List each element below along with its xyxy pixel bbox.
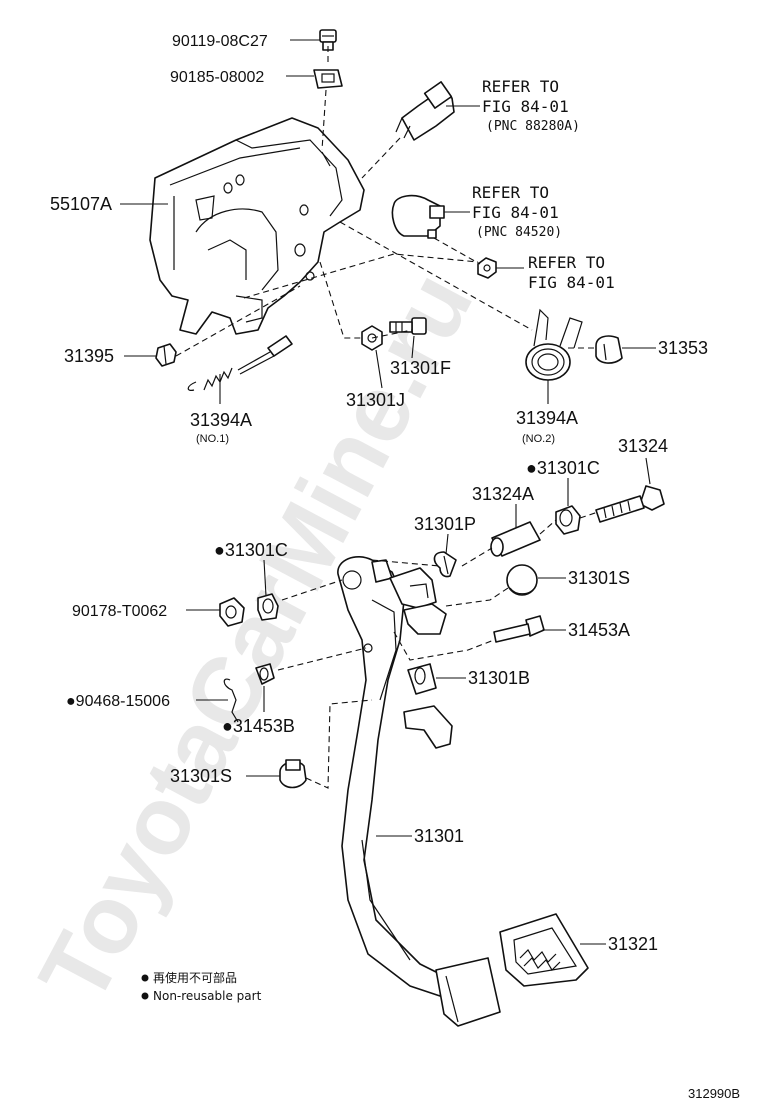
label-31301C-left: ●31301C [214, 540, 288, 560]
sensor-icon [391, 194, 445, 239]
refer-callout-1: REFER TO FIG 84-01 (PNC 88280A) [482, 77, 580, 134]
clip-31301P-icon [433, 551, 457, 578]
refer-1-pnc: (PNC 88280A) [486, 119, 580, 134]
refer-3-line2: FIG 84-01 [528, 273, 615, 292]
pedal-pad-31321-icon [499, 913, 589, 987]
clip-nut-90185-icon [313, 69, 343, 89]
label-31394A-no1-note: (NO.1) [196, 433, 229, 445]
label-55107A: 55107A [50, 194, 112, 214]
bushing-31453B-icon [255, 663, 275, 685]
label-31324: 31324 [618, 436, 668, 456]
label-90178-T0062: 90178-T0062 [72, 603, 167, 620]
ball-31301S-right-icon [506, 564, 538, 596]
stop-lamp-switch-icon [395, 81, 455, 141]
refer-2-pnc: (PNC 84520) [476, 225, 562, 240]
legend-en: Non-reusable part [153, 989, 262, 1003]
label-31301S-left: 31301S [170, 766, 232, 786]
label-31394A-no2-note: (NO.2) [522, 433, 555, 445]
label-31301J: 31301J [346, 390, 405, 410]
label-31324A: 31324A [472, 484, 534, 504]
bushing-31395-icon [155, 343, 177, 367]
clip-90468-icon [223, 678, 239, 723]
spring-rod-31394A-no1-icon [187, 335, 293, 391]
ball-31301S-left-icon [279, 759, 307, 789]
bushing-31301B-icon [407, 663, 437, 695]
legend-dot-icon [141, 992, 149, 1000]
leader-lines [120, 39, 656, 945]
refer-callout-2: REFER TO FIG 84-01 (PNC 84520) [472, 183, 562, 240]
pedal-bracket-55107A-icon [149, 117, 365, 335]
collar-31301C-left-icon [257, 593, 279, 621]
refer-callout-3: REFER TO FIG 84-01 [528, 253, 615, 292]
label-90119-08C27: 90119-08C27 [172, 33, 268, 50]
brake-pedal-arm-31301-icon [337, 556, 501, 1027]
legend-dot-icon [141, 974, 149, 982]
label-31301P: 31301P [414, 514, 476, 534]
legend-jp: 再使用不可部品 [153, 970, 237, 985]
refer-2-line2: FIG 84-01 [472, 203, 559, 222]
label-90468-15006: ●90468-15006 [66, 693, 170, 710]
bolt-31301F-icon [389, 317, 427, 335]
label-31353: 31353 [658, 338, 708, 358]
label-31301S-right: 31301S [568, 568, 630, 588]
legend: 再使用不可部品 Non-reusable part [141, 970, 262, 1003]
bolt-31324-icon [595, 485, 665, 523]
refer-3-line1: REFER TO [528, 253, 605, 272]
refer-1-line2: FIG 84-01 [482, 97, 569, 116]
label-31301: 31301 [414, 826, 464, 846]
label-31301C-right: ●31301C [526, 458, 600, 478]
label-90185-08002: 90185-08002 [170, 69, 264, 86]
refer-1-line1: REFER TO [482, 77, 559, 96]
diagram-code: 312990B [688, 1086, 740, 1101]
refer-2-line1: REFER TO [472, 183, 549, 202]
assembly-lines [175, 46, 599, 789]
label-31301F: 31301F [390, 358, 451, 378]
sleeve-31324A-icon [490, 521, 541, 557]
nut-90178-icon [219, 597, 245, 627]
torsion-spring-31394A-no2-icon [525, 308, 583, 381]
label-31301B: 31301B [468, 668, 530, 688]
label-31453A: 31453A [568, 620, 630, 640]
label-31453B: ●31453B [222, 716, 295, 736]
pin-31453A-icon [493, 615, 545, 643]
label-31321: 31321 [608, 934, 658, 954]
label-31395: 31395 [64, 346, 114, 366]
nut-icon [477, 257, 497, 279]
cushion-31353-icon [595, 335, 623, 364]
label-31394A-no2: 31394A [516, 408, 578, 428]
label-31394A-no1: 31394A [190, 410, 252, 430]
collar-31301C-right-icon [555, 505, 581, 535]
